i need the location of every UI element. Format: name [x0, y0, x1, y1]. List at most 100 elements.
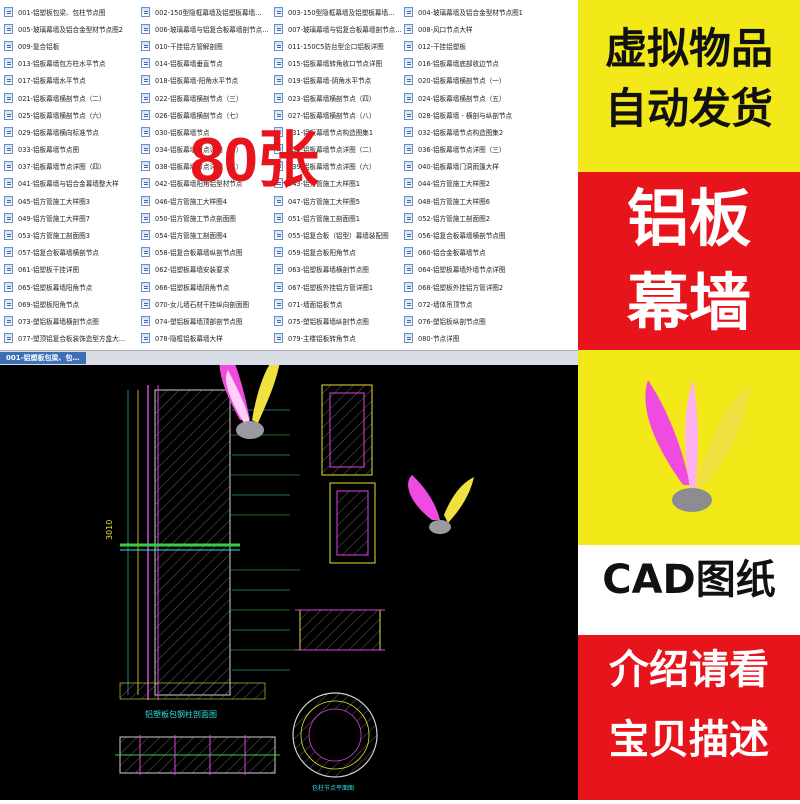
file-item[interactable]: 027-铝板幕墙横剖节点（八）	[274, 106, 402, 123]
file-item[interactable]: 025-铝板幕墙横剖节点（六）	[4, 106, 125, 123]
file-item[interactable]: 047-铝方管施工大样图5	[274, 192, 402, 209]
file-item[interactable]: 042-铝板幕墙阳角铝型材节点	[141, 175, 269, 192]
file-item[interactable]: 058-铝复合板幕墙纵剖节点图	[141, 244, 269, 261]
file-name: 045-铝方管施工大样图3	[18, 197, 90, 206]
file-item[interactable]: 071-墙面铝板节点	[274, 295, 402, 312]
cad-tab-active[interactable]: 001-铝塑板包梁、包…	[0, 352, 86, 364]
file-item[interactable]: 040-铝板幕墙门洞雨篷大样	[404, 158, 523, 175]
file-item[interactable]: 034-铝板幕墙节点详图（一）	[141, 141, 269, 158]
file-item[interactable]: 009-复合铝板	[4, 37, 125, 54]
file-item[interactable]: 038-铝板幕墙节点详图（五）	[141, 158, 269, 175]
file-item[interactable]: 017-铝板幕墙水平节点	[4, 72, 125, 89]
file-item[interactable]: 032-铝板幕墙节点构造图集2	[404, 123, 523, 140]
file-item[interactable]: 028-铝板幕墙 - 横剖与纵剖节点	[404, 106, 523, 123]
file-item[interactable]: 003-150型隐框幕墙及铝塑板幕墙…	[274, 3, 402, 20]
file-item[interactable]: 035-铝板幕墙节点详图（二）	[274, 141, 402, 158]
file-item[interactable]: 054-铝方管施工剖面图4	[141, 226, 269, 243]
file-item[interactable]: 033-铝板幕墙节点图	[4, 141, 125, 158]
shuttlecock-icon	[645, 380, 750, 512]
file-item[interactable]: 005-玻璃幕墙及铝合金型材节点图2	[4, 20, 125, 37]
file-item[interactable]: 031-铝板幕墙节点构造图集1	[274, 123, 402, 140]
file-item[interactable]: 057-铝复合板幕墙横剖节点	[4, 244, 125, 261]
file-item[interactable]: 072-墙体吊顶节点	[404, 295, 523, 312]
file-item[interactable]: 046-铝方管施工大样图4	[141, 192, 269, 209]
file-item[interactable]: 018-铝板幕墙-阳角水平节点	[141, 72, 269, 89]
file-item[interactable]: 068-铝塑板外挂铝方管详图2	[404, 278, 523, 295]
file-item[interactable]: 007-玻璃幕墙与铝复合板幕墙剖节点…	[274, 20, 402, 37]
file-item[interactable]: 002-150型隐框幕墙及铝塑板幕墙…	[141, 3, 269, 20]
file-name: 080-节点详图	[418, 335, 460, 344]
file-name: 053-铝方管施工剖面图3	[18, 232, 90, 241]
file-item[interactable]: 069-铝塑板阳角节点	[4, 295, 125, 312]
file-item[interactable]: 011-150C5防台型企口铝板详图	[274, 37, 402, 54]
file-name: 044-铝方管施工大样图2	[418, 180, 490, 189]
file-item[interactable]: 080-节点详图	[404, 330, 523, 347]
file-item[interactable]: 077-塑顶铝复合板装饰造型方盒大…	[4, 330, 125, 347]
file-item[interactable]: 056-铝复合板幕墙横剖节点图	[404, 226, 523, 243]
file-item[interactable]: 037-铝板幕墙节点详图（四）	[4, 158, 125, 175]
document-icon	[141, 161, 150, 172]
file-item[interactable]: 067-铝塑板外挂铝方管详图1	[274, 278, 402, 295]
file-item[interactable]: 020-铝板幕墙横剖节点（一）	[404, 72, 523, 89]
file-item[interactable]: 039-铝板幕墙节点详图（六）	[274, 158, 402, 175]
file-item[interactable]: 049-铝方管施工大样图7	[4, 209, 125, 226]
file-item[interactable]: 062-铝塑板幕墙安装要求	[141, 261, 269, 278]
file-name: 001-铝塑板包梁、包柱节点图	[18, 8, 106, 17]
file-item[interactable]: 026-铝板幕墙横剖节点（七）	[141, 106, 269, 123]
file-name: 063-铝塑板幕墙横剖节点图	[288, 266, 369, 275]
file-item[interactable]: 012-干挂铝塑板	[404, 37, 523, 54]
file-item[interactable]: 029-铝板幕墙横向标准节点	[4, 123, 125, 140]
file-item[interactable]: 079-主楼铝板转角节点	[274, 330, 402, 347]
file-item[interactable]: 076-塑铝板纵剖节点图	[404, 312, 523, 329]
file-item[interactable]: 075-塑铝板幕墙纵剖节点图	[274, 312, 402, 329]
file-item[interactable]: 055-铝复合板（铝型）幕墙装配图	[274, 226, 402, 243]
file-item[interactable]: 004-玻璃幕墙及铝合金型材节点图1	[404, 3, 523, 20]
plan-caption: 包柱节点平面图	[312, 784, 354, 792]
file-item[interactable]: 048-铝方管施工大样图6	[404, 192, 523, 209]
file-item[interactable]: 001-铝塑板包梁、包柱节点图	[4, 3, 125, 20]
file-item[interactable]: 053-铝方管施工剖面图3	[4, 226, 125, 243]
file-item[interactable]: 010-干挂铝方管解剖图	[141, 37, 269, 54]
file-item[interactable]: 051-铝方管施工剖面图1	[274, 209, 402, 226]
file-item[interactable]: 013-铝板幕墙包方柱水平节点	[4, 55, 125, 72]
file-item[interactable]: 061-铝塑板干挂详图	[4, 261, 125, 278]
file-item[interactable]: 070-女儿墙石材干挂纵向剖面图	[141, 295, 269, 312]
file-item[interactable]: 064-铝塑板幕墙外墙节点详图	[404, 261, 523, 278]
file-name: 017-铝板幕墙水平节点	[18, 77, 86, 86]
file-item[interactable]: 021-铝板幕墙横剖节点（二）	[4, 89, 125, 106]
file-item[interactable]: 016-铝板幕墙底部收边节点	[404, 55, 523, 72]
file-item[interactable]: 073-塑铝板幕墙横剖节点图	[4, 312, 125, 329]
file-item[interactable]: 050-铝方管施工节点剖面图	[141, 209, 269, 226]
file-item[interactable]: 045-铝方管施工大样图3	[4, 192, 125, 209]
file-item[interactable]: 022-铝板幕墙横剖节点（三）	[141, 89, 269, 106]
file-item[interactable]: 023-铝板幕墙横剖节点（四）	[274, 89, 402, 106]
file-item[interactable]: 074-塑铝板幕墙顶部剖节点图	[141, 312, 269, 329]
file-name: 079-主楼铝板转角节点	[288, 335, 356, 344]
cad-drawing-canvas[interactable]: 3010 铝塑板包钢柱剖面图 包柱节点平面图	[0, 345, 578, 800]
file-item[interactable]: 006-玻璃幕墙与铝复合板幕墙剖节点…	[141, 20, 269, 37]
file-item[interactable]: 059-铝复合板阳角节点	[274, 244, 402, 261]
file-name: 061-铝塑板干挂详图	[18, 266, 80, 275]
file-name: 042-铝板幕墙阳角铝型材节点	[155, 180, 243, 189]
file-item[interactable]: 043-铝方管施工大样图1	[274, 175, 402, 192]
file-item[interactable]: 008-风口节点大样	[404, 20, 523, 37]
file-item[interactable]: 066-铝塑板幕墙阴角节点	[141, 278, 269, 295]
file-item[interactable]: 078-隐框铝板幕墙大样	[141, 330, 269, 347]
file-item[interactable]: 019-铝板幕墙-阴角水平节点	[274, 72, 402, 89]
file-name: 022-铝板幕墙横剖节点（三）	[155, 94, 243, 103]
file-item[interactable]: 060-铝合金板幕墙节点	[404, 244, 523, 261]
file-item[interactable]: 052-铝方管施工剖面图2	[404, 209, 523, 226]
file-item[interactable]: 044-铝方管施工大样图2	[404, 175, 523, 192]
file-item[interactable]: 015-铝板幕墙转角收口节点详图	[274, 55, 402, 72]
file-name: 026-铝板幕墙横剖节点（七）	[155, 111, 243, 120]
overlay-file-count: 80张	[190, 126, 319, 195]
file-item[interactable]: 041-铝板幕墙与铝合金幕墙整大样	[4, 175, 125, 192]
file-item[interactable]: 024-铝板幕墙横剖节点（五）	[404, 89, 523, 106]
file-item[interactable]: 036-铝板幕墙节点详图（三）	[404, 141, 523, 158]
document-icon	[4, 281, 13, 292]
file-item[interactable]: 065-铝塑板幕墙阳角节点	[4, 278, 125, 295]
file-item[interactable]: 014-铝板幕墙垂直节点	[141, 55, 269, 72]
file-item[interactable]: 063-铝塑板幕墙横剖节点图	[274, 261, 402, 278]
file-item[interactable]: 030-铝板幕墙节点	[141, 123, 269, 140]
